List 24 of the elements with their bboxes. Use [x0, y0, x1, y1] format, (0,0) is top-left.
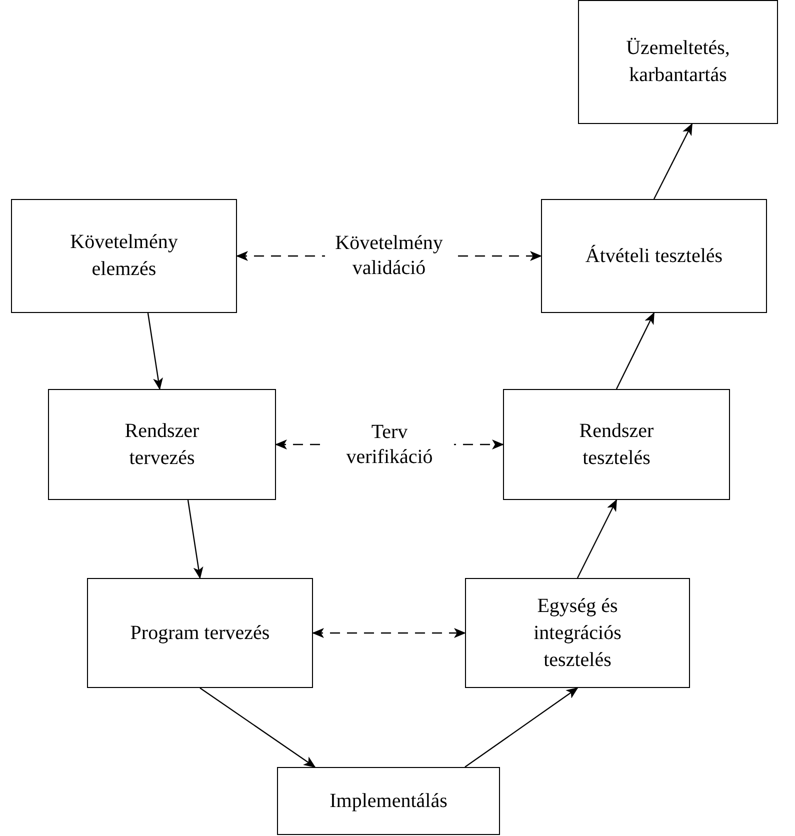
box-label: Implementálás [330, 788, 448, 814]
process-box [578, 0, 778, 124]
box-label: Program tervezés [130, 620, 270, 646]
arrow [576, 499, 618, 578]
arrow [653, 123, 693, 200]
process-box [87, 578, 313, 688]
arrow [200, 688, 316, 768]
dashed-arrow [312, 628, 466, 638]
box-label: Követelmény elemzés [69, 230, 179, 282]
process-box [277, 767, 500, 835]
box-label: Rendszer tervezés [124, 418, 200, 470]
process-box [48, 389, 276, 500]
box-label: Üzemeltetés, karbantartás [625, 36, 731, 88]
process-box [503, 389, 730, 500]
box-label: Átvételi tesztelés [585, 244, 723, 268]
process-box [465, 578, 690, 688]
process-box [541, 199, 767, 313]
process-box [11, 199, 237, 313]
arrow [616, 312, 655, 390]
box-label: Egység és integrációs tesztelés [532, 594, 622, 672]
arrow [187, 500, 204, 579]
arrow [147, 312, 163, 390]
arrow [464, 687, 578, 768]
box-label: Rendszer tesztelés [578, 418, 655, 470]
